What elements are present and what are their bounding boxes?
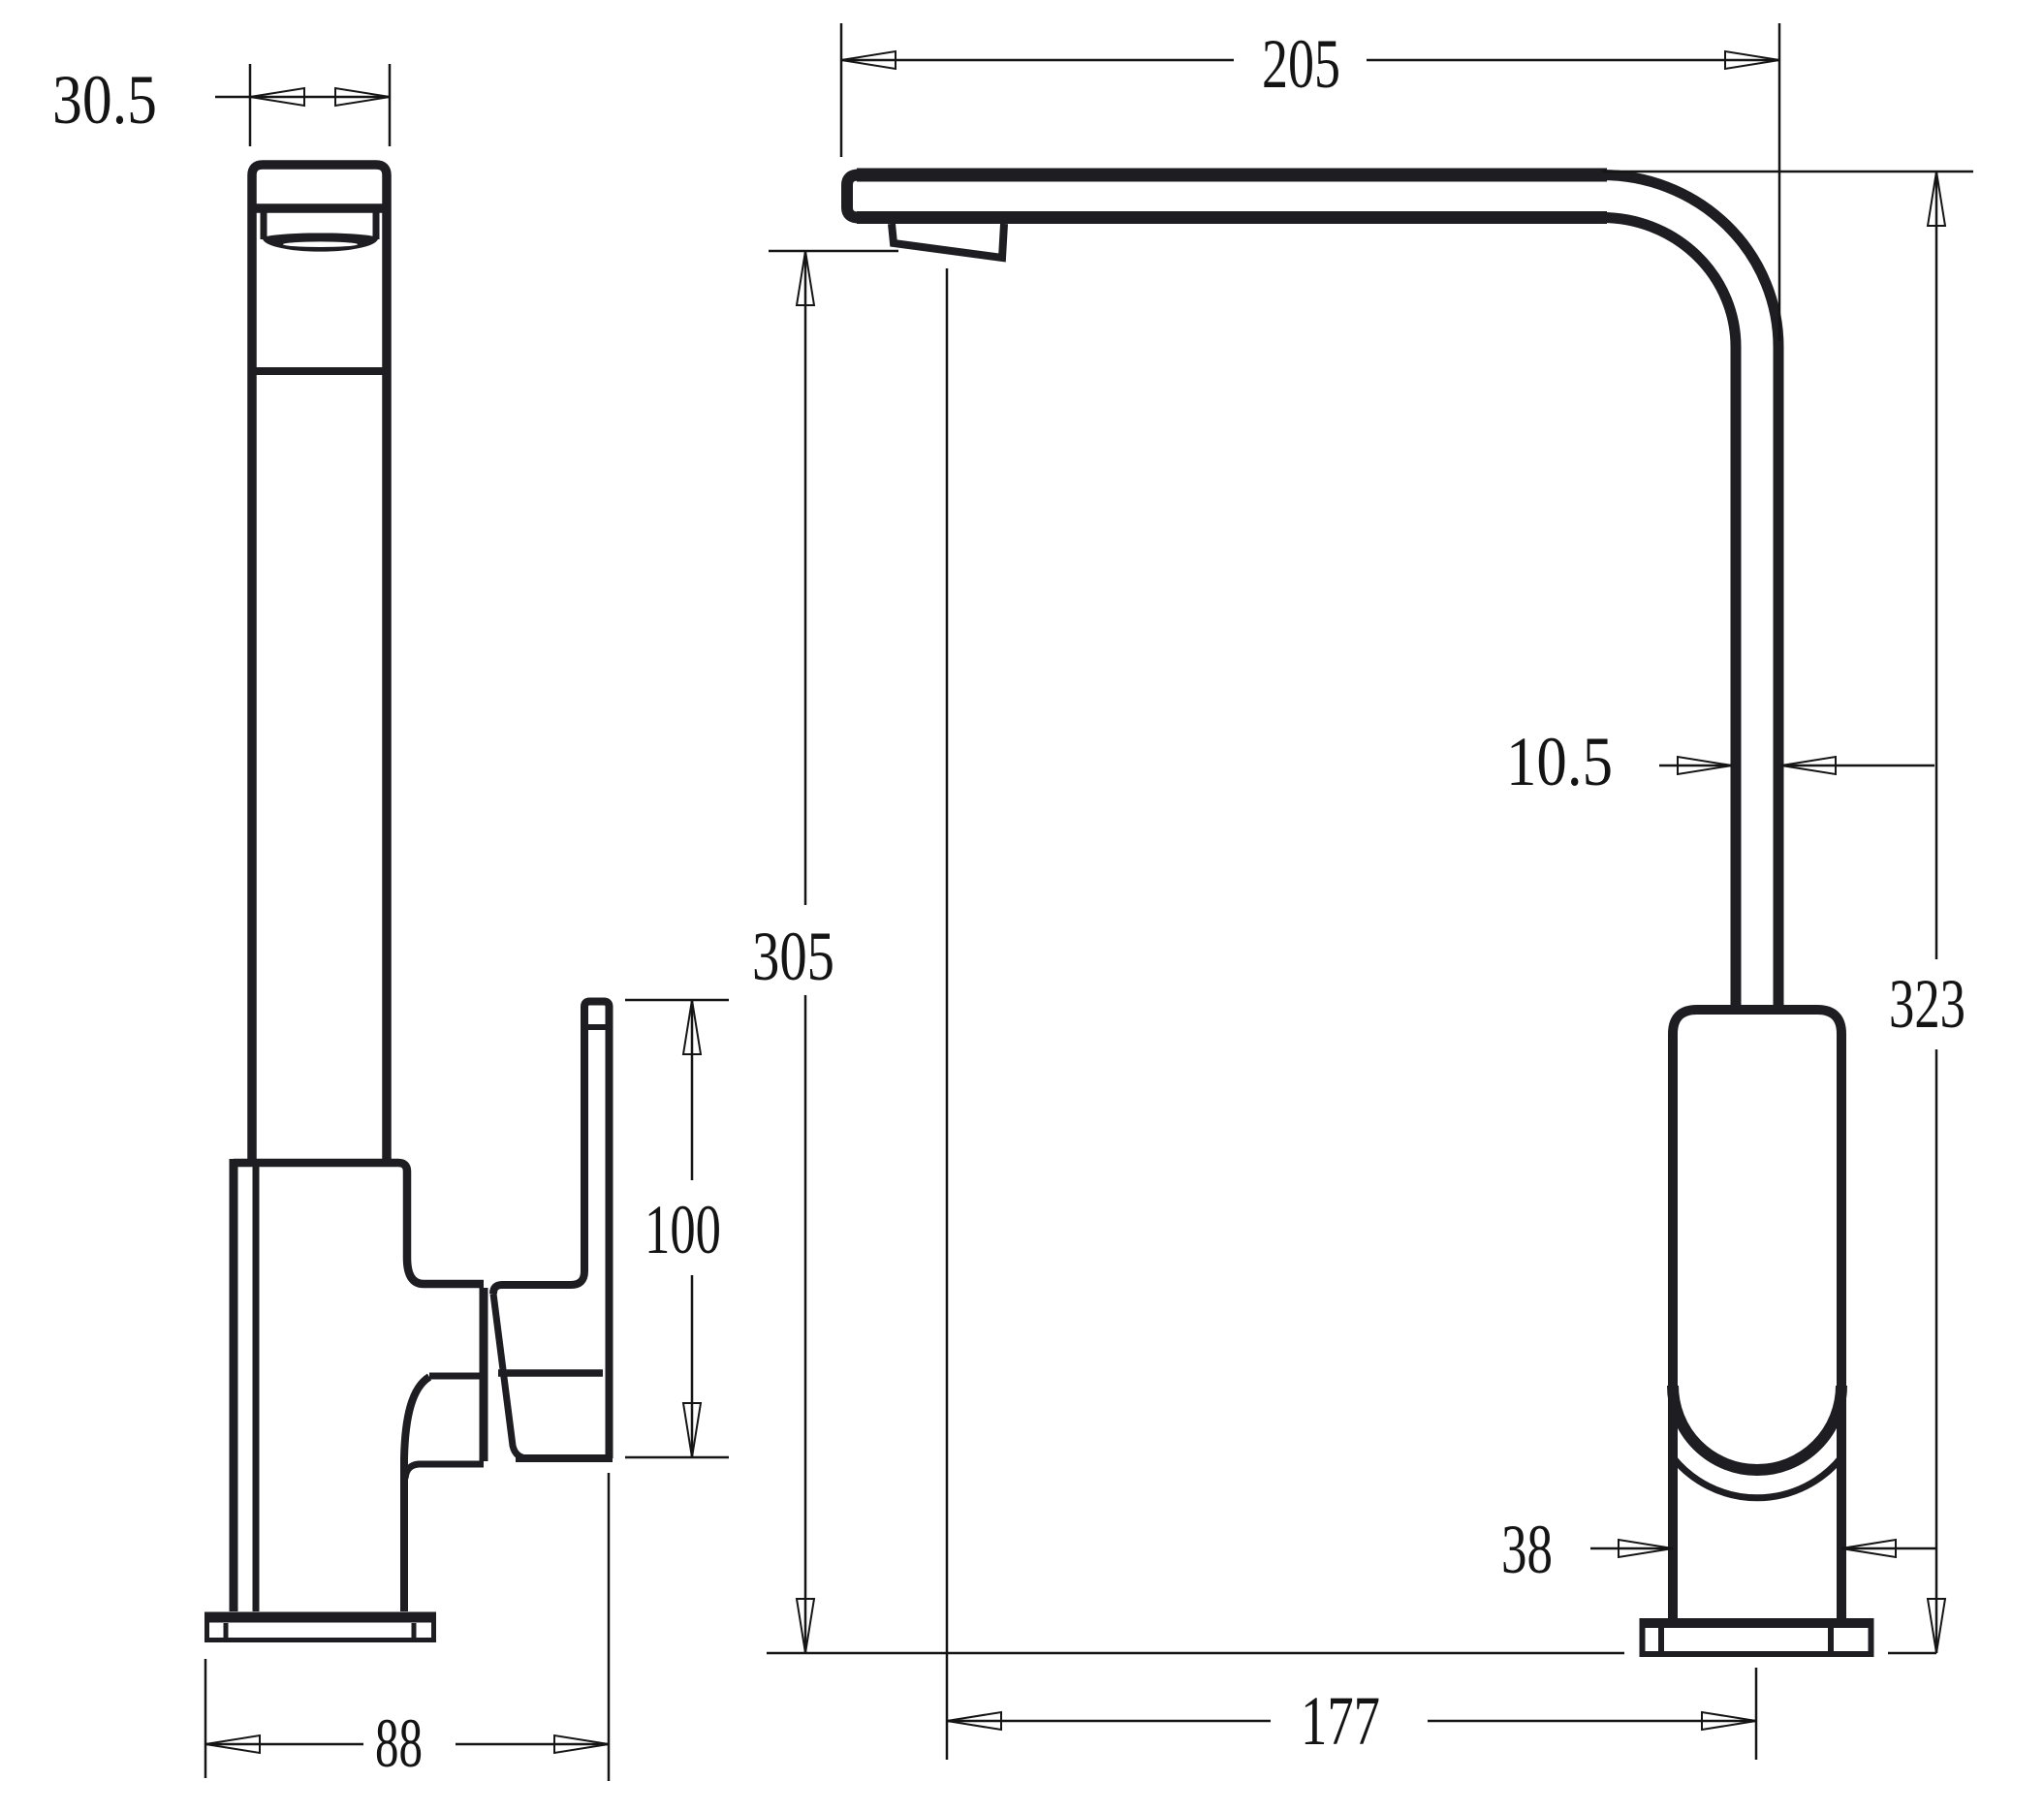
svg-text:205: 205	[1262, 25, 1340, 103]
svg-text:38: 38	[1501, 1511, 1553, 1588]
svg-text:100: 100	[645, 1191, 721, 1268]
svg-text:305: 305	[752, 918, 834, 995]
svg-text:323: 323	[1889, 965, 1965, 1043]
svg-text:177: 177	[1301, 1682, 1380, 1760]
svg-text:30.5: 30.5	[52, 61, 157, 139]
svg-text:10.5: 10.5	[1506, 723, 1613, 800]
svg-text:88: 88	[375, 1704, 423, 1782]
